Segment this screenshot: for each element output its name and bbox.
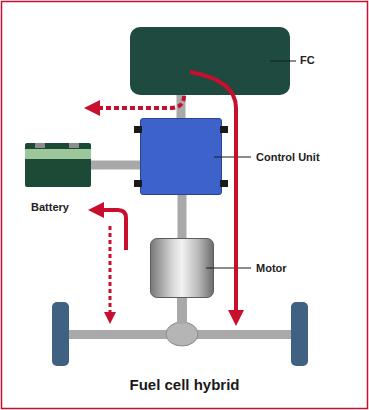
wheel <box>52 302 69 366</box>
terminal <box>220 126 228 133</box>
drive-shaft <box>91 161 140 170</box>
diagram-title: Fuel cell hybrid <box>0 376 369 393</box>
battery-terminal <box>69 143 79 148</box>
terminal <box>134 180 142 187</box>
motor-box: Motor <box>150 238 214 298</box>
component-label: Battery <box>31 201 69 214</box>
battery-detail <box>25 143 91 187</box>
charge-flow-arrow <box>92 96 184 108</box>
leader-line <box>214 157 251 158</box>
terminal <box>134 126 142 133</box>
component-label: Motor <box>256 262 287 275</box>
control-unit-box: Control Unit <box>140 118 222 195</box>
battery-box: Battery <box>25 143 91 187</box>
drive-shaft <box>177 298 187 324</box>
component-label: FC <box>300 54 315 67</box>
component-label: Control Unit <box>256 151 320 164</box>
leader-line <box>206 268 251 269</box>
battery-terminal <box>35 143 45 148</box>
leader-line <box>270 61 296 62</box>
battery-band <box>25 149 91 159</box>
wheel <box>291 302 308 366</box>
power-flow-arrow <box>190 72 236 318</box>
terminal <box>220 180 228 187</box>
differential <box>166 322 198 346</box>
fuel-cell-box: FC <box>130 27 290 95</box>
drive-shaft <box>178 195 187 238</box>
battery-flow-arrow <box>109 226 112 318</box>
